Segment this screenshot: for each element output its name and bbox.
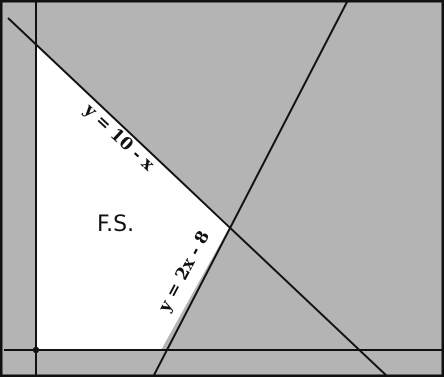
feasible-region xyxy=(36,45,230,350)
origin-point xyxy=(32,346,40,354)
feasible-region-label: F.S. xyxy=(97,212,134,237)
constraint-line-2x-minus-8 xyxy=(152,0,349,377)
constraint-line-10-minus-x xyxy=(7,17,389,377)
